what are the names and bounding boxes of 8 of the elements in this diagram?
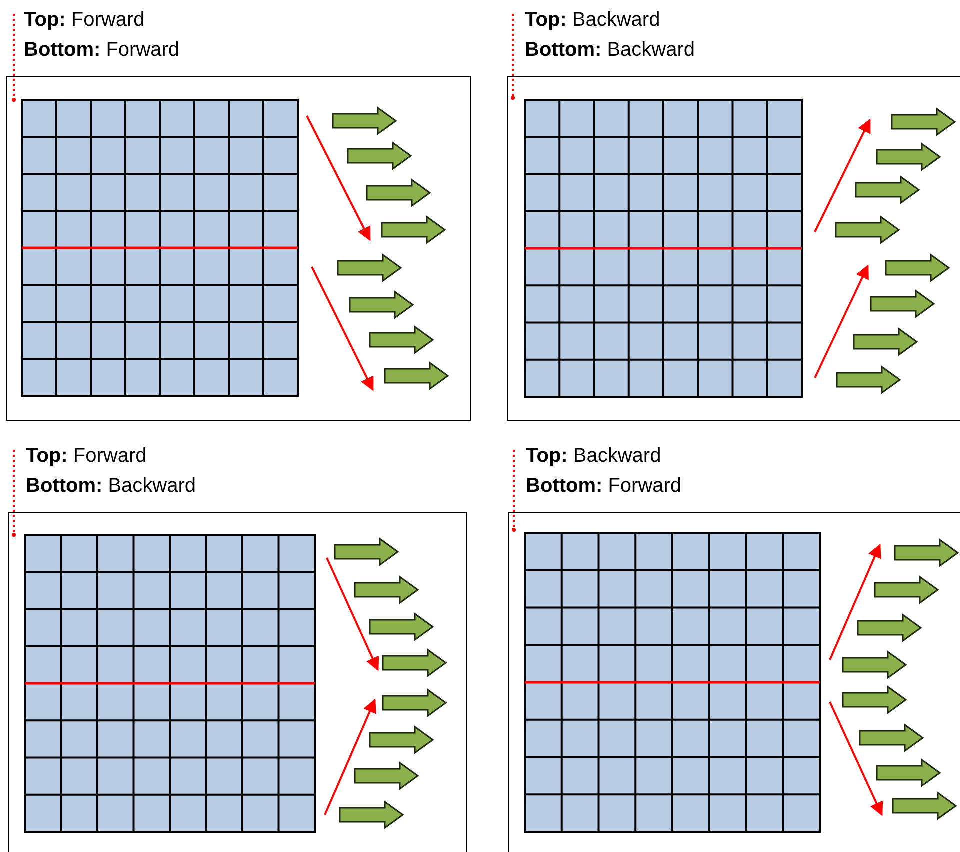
heading-text: Bottom: Backward bbox=[26, 474, 196, 498]
heading-text: Bottom: Forward bbox=[24, 38, 180, 62]
heading-text: Top: Backward bbox=[526, 444, 662, 468]
heading-text: Top: Forward bbox=[24, 8, 145, 32]
heading-text: Bottom: Backward bbox=[525, 38, 696, 62]
heading-text: Top: Forward bbox=[26, 444, 147, 468]
heading-text: Top: Backward bbox=[525, 8, 660, 32]
heading-text: Bottom: Forward bbox=[526, 474, 682, 498]
